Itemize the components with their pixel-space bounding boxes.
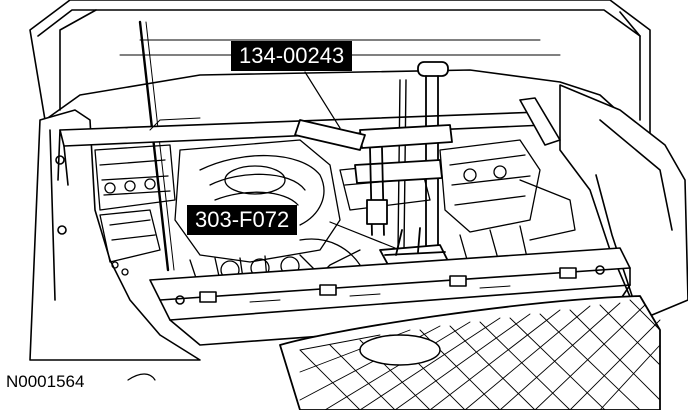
- front-grille: [279, 295, 661, 410]
- tool-callout-303-F072: 303-F072: [187, 205, 298, 235]
- leader-lines: [127, 71, 396, 381]
- left-fender: [29, 109, 201, 361]
- figure-identifier: N0001564: [6, 372, 85, 391]
- right-fender: [559, 84, 688, 321]
- tool-callout-134-00243: 134-00243: [231, 41, 353, 71]
